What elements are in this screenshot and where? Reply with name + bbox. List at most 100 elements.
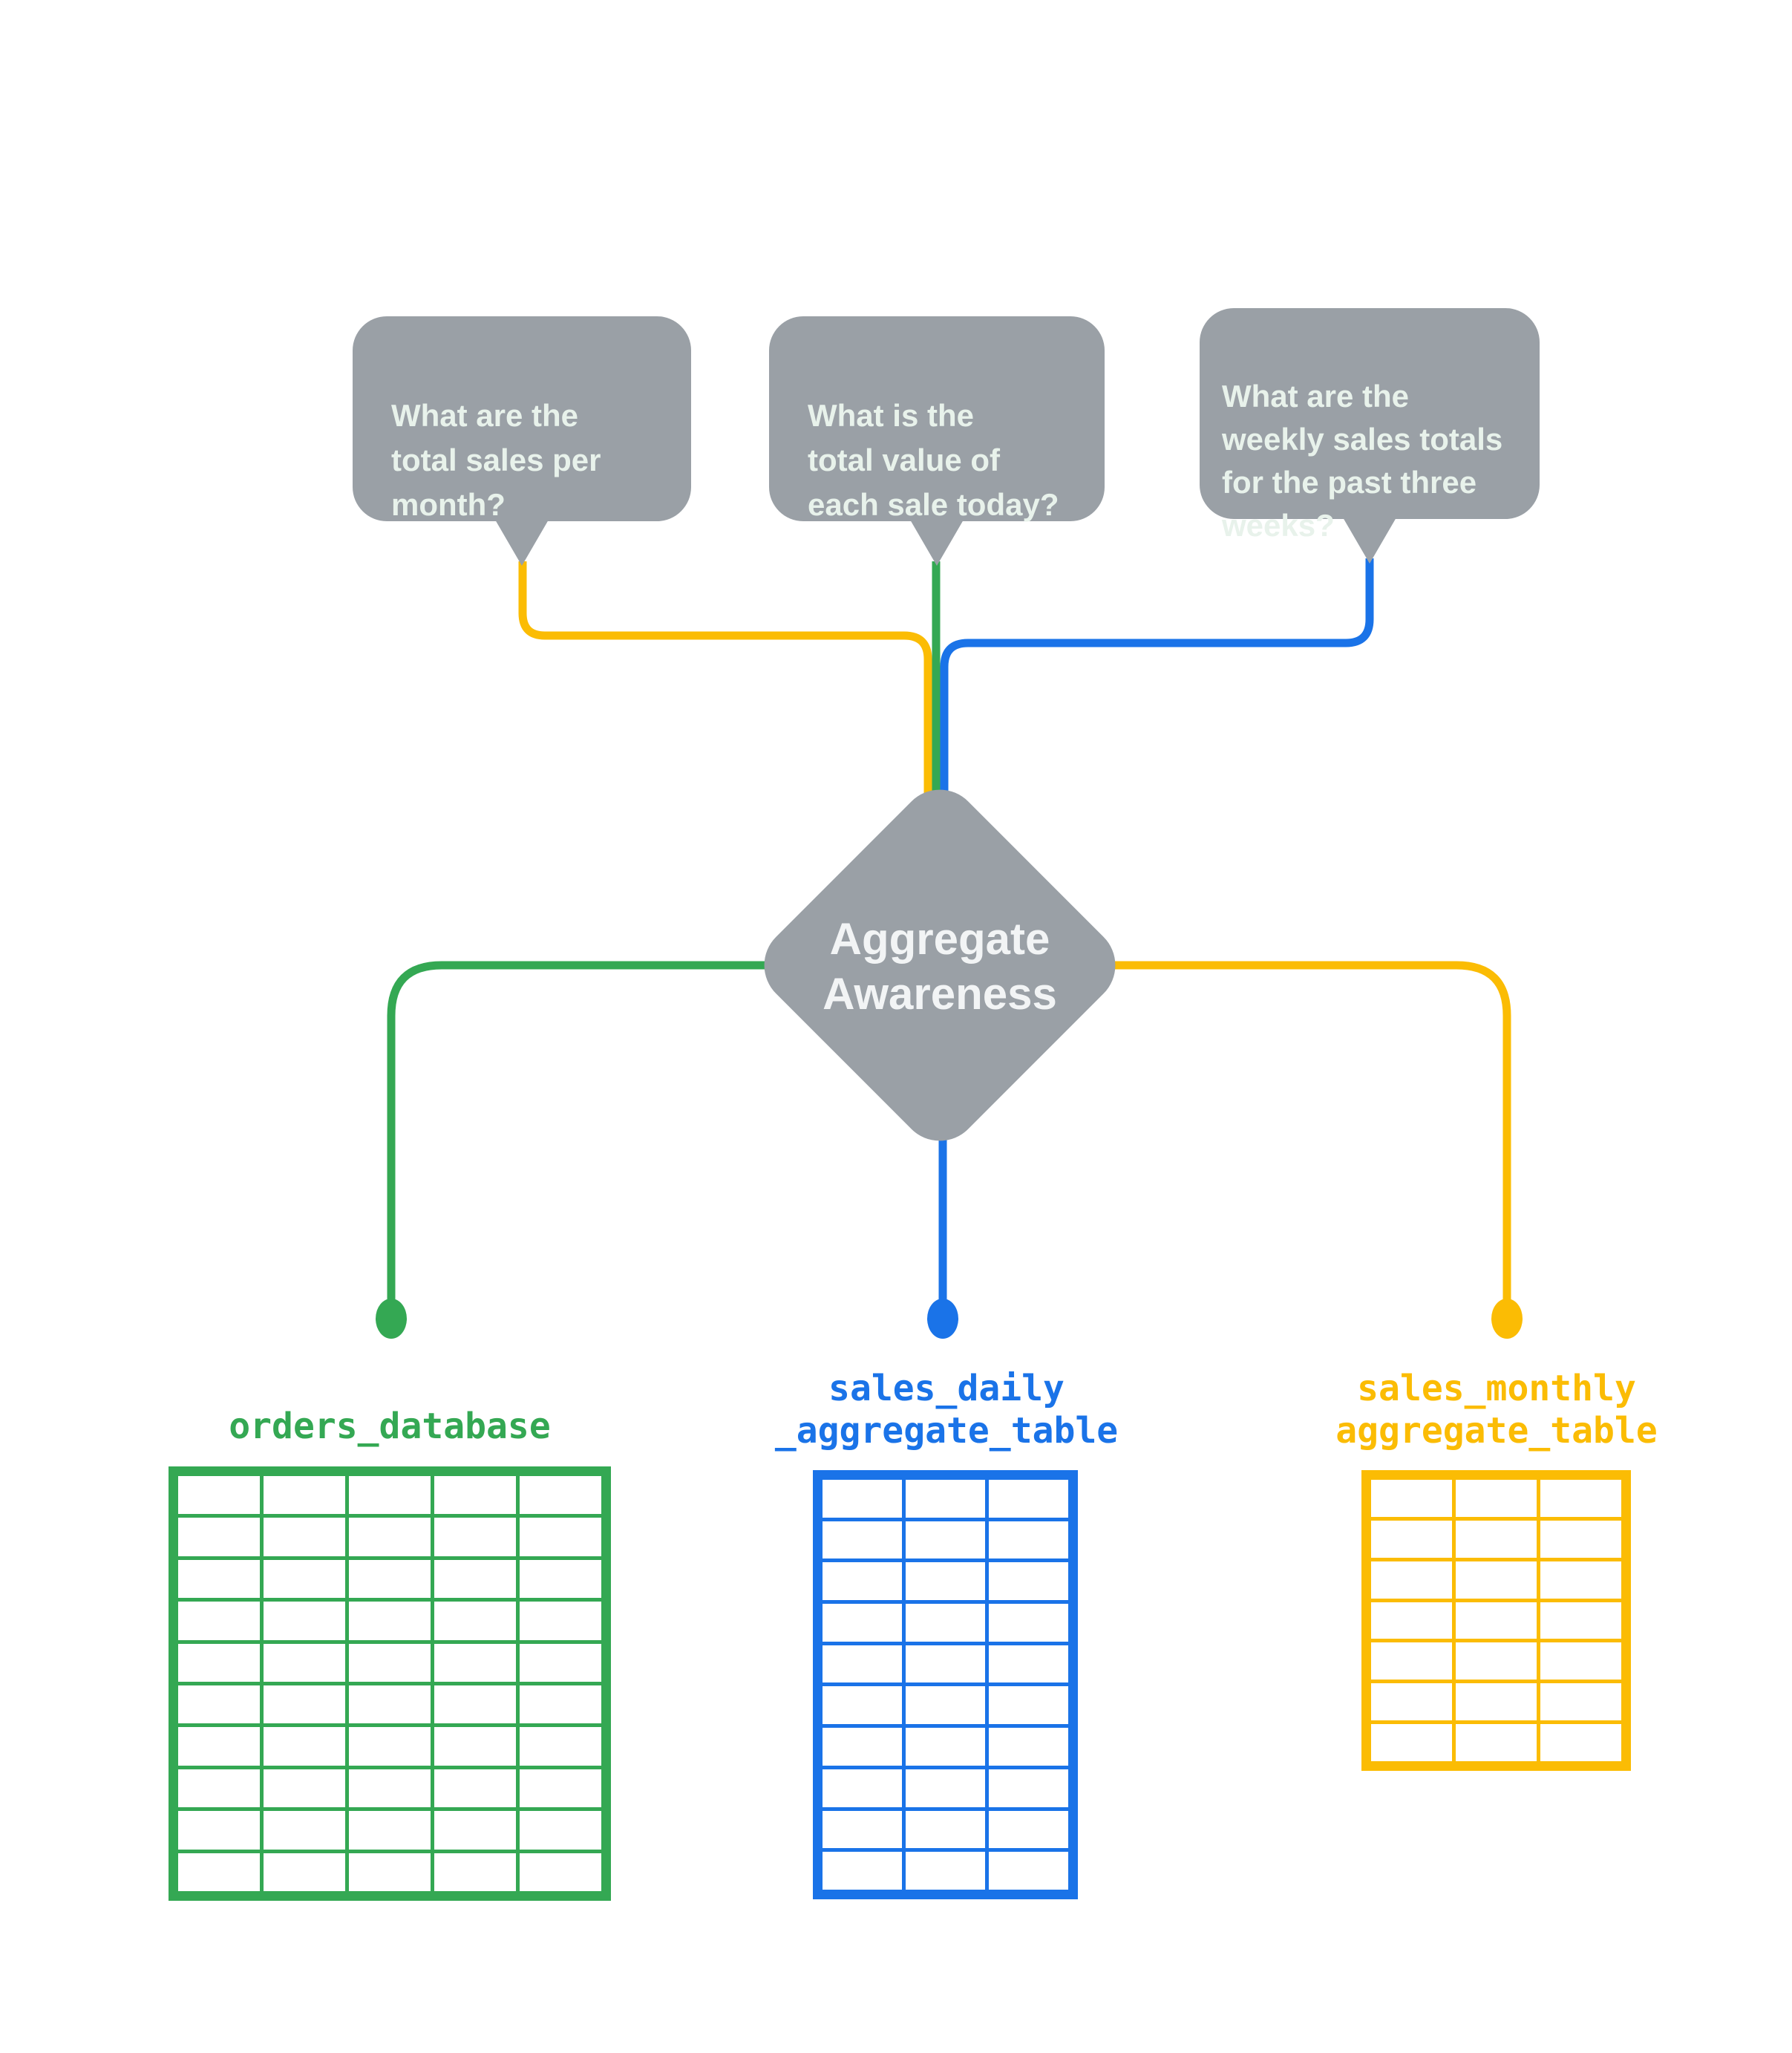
table-cell [520,1518,601,1556]
table-cell [1371,1724,1452,1761]
table-cell [989,1769,1068,1807]
table-cell [178,1602,260,1640]
table-cell [520,1811,601,1850]
table-cell [1540,1520,1621,1558]
table-cell [264,1559,345,1599]
table-cell [434,1727,516,1766]
table-cell [178,1518,260,1556]
table-cell [349,1518,431,1556]
table-cell [1371,1602,1452,1639]
table-cell [349,1559,431,1599]
table-cell [434,1769,516,1808]
table-cell [1371,1642,1452,1680]
sales-monthly-aggregate-grid [1361,1470,1631,1771]
table-cell [349,1643,431,1682]
table-cell [1371,1561,1452,1599]
table-cell [264,1727,345,1766]
table-cell [823,1480,902,1518]
table-cell [178,1643,260,1682]
table-cell [823,1686,902,1725]
table-cell [1456,1520,1537,1558]
table-cell [264,1602,345,1640]
table-cell [520,1602,601,1640]
table-cell [520,1769,601,1808]
table-cell [520,1643,601,1682]
table-cell [906,1604,985,1642]
table-cell [1456,1561,1537,1599]
table-cell [823,1810,902,1849]
table-cell [264,1518,345,1556]
wire-weekly-question [940,558,1374,802]
question-text: What are the total sales per month? [391,398,601,522]
table-cell [349,1476,431,1515]
table-cell [1371,1480,1452,1517]
table-cell [1456,1602,1537,1639]
table-cell [989,1562,1068,1601]
table-cell [906,1852,985,1890]
table-cell [1540,1724,1621,1761]
orders-database-label: orders_database [229,1406,551,1447]
yellow-endpoint-dot [1491,1299,1523,1339]
table-cell [349,1769,431,1808]
table-cell [989,1728,1068,1766]
table-cell [1540,1602,1621,1639]
table-cell [1540,1561,1621,1599]
table-cell [906,1810,985,1849]
table-cell [823,1769,902,1807]
sales-daily-aggregate-grid [813,1470,1078,1899]
table-cell [823,1521,902,1559]
table-cell [434,1643,516,1682]
table-cell [520,1685,601,1724]
wire-monthly-question [518,561,932,802]
table-cell [1540,1480,1621,1517]
table-cell [178,1685,260,1724]
table-cell [434,1518,516,1556]
table-cell [349,1685,431,1724]
table-cell [906,1686,985,1725]
table-cell [434,1476,516,1515]
table-cell [434,1602,516,1640]
table-cell [823,1728,902,1766]
sales-daily-aggregate-table-label: sales_daily _aggregate_table [774,1368,1119,1452]
table-cell [989,1604,1068,1642]
table-cell [823,1604,902,1642]
table-cell [434,1559,516,1599]
table-cell [1456,1480,1537,1517]
sales-monthly-aggregate-table-label: sales_monthly aggregate_table [1335,1368,1658,1452]
table-cell [349,1853,431,1891]
table-cell [906,1562,985,1601]
table-cell [520,1476,601,1515]
table-cell [989,1686,1068,1725]
table-cell [823,1645,902,1683]
diamond-label: Aggregate Awareness [823,914,1057,1019]
table-cell [349,1602,431,1640]
table-cell [906,1769,985,1807]
table-cell [178,1853,260,1891]
bubble-tail [1343,518,1396,564]
table-cell [178,1727,260,1766]
wire-to-monthly-table [1114,961,1511,1301]
table-cell [906,1728,985,1766]
table-cell [520,1853,601,1891]
table-cell [349,1811,431,1850]
table-cell [989,1480,1068,1518]
table-cell [264,1811,345,1850]
question-bubble-daily-sales: What is the total value of each sale tod… [769,316,1105,566]
table-cell [264,1685,345,1724]
table-cell [520,1559,601,1599]
table-cell [823,1852,902,1890]
table-cell [520,1727,601,1766]
table-cell [1540,1683,1621,1721]
table-cell [1540,1642,1621,1680]
table-cell [906,1521,985,1559]
table-cell [989,1521,1068,1559]
table-cell [1456,1642,1537,1680]
table-cell [906,1645,985,1683]
blue-endpoint-dot [927,1299,958,1339]
table-cell [989,1645,1068,1683]
table-cell [178,1476,260,1515]
table-cell [264,1643,345,1682]
orders-database-grid [169,1466,611,1901]
